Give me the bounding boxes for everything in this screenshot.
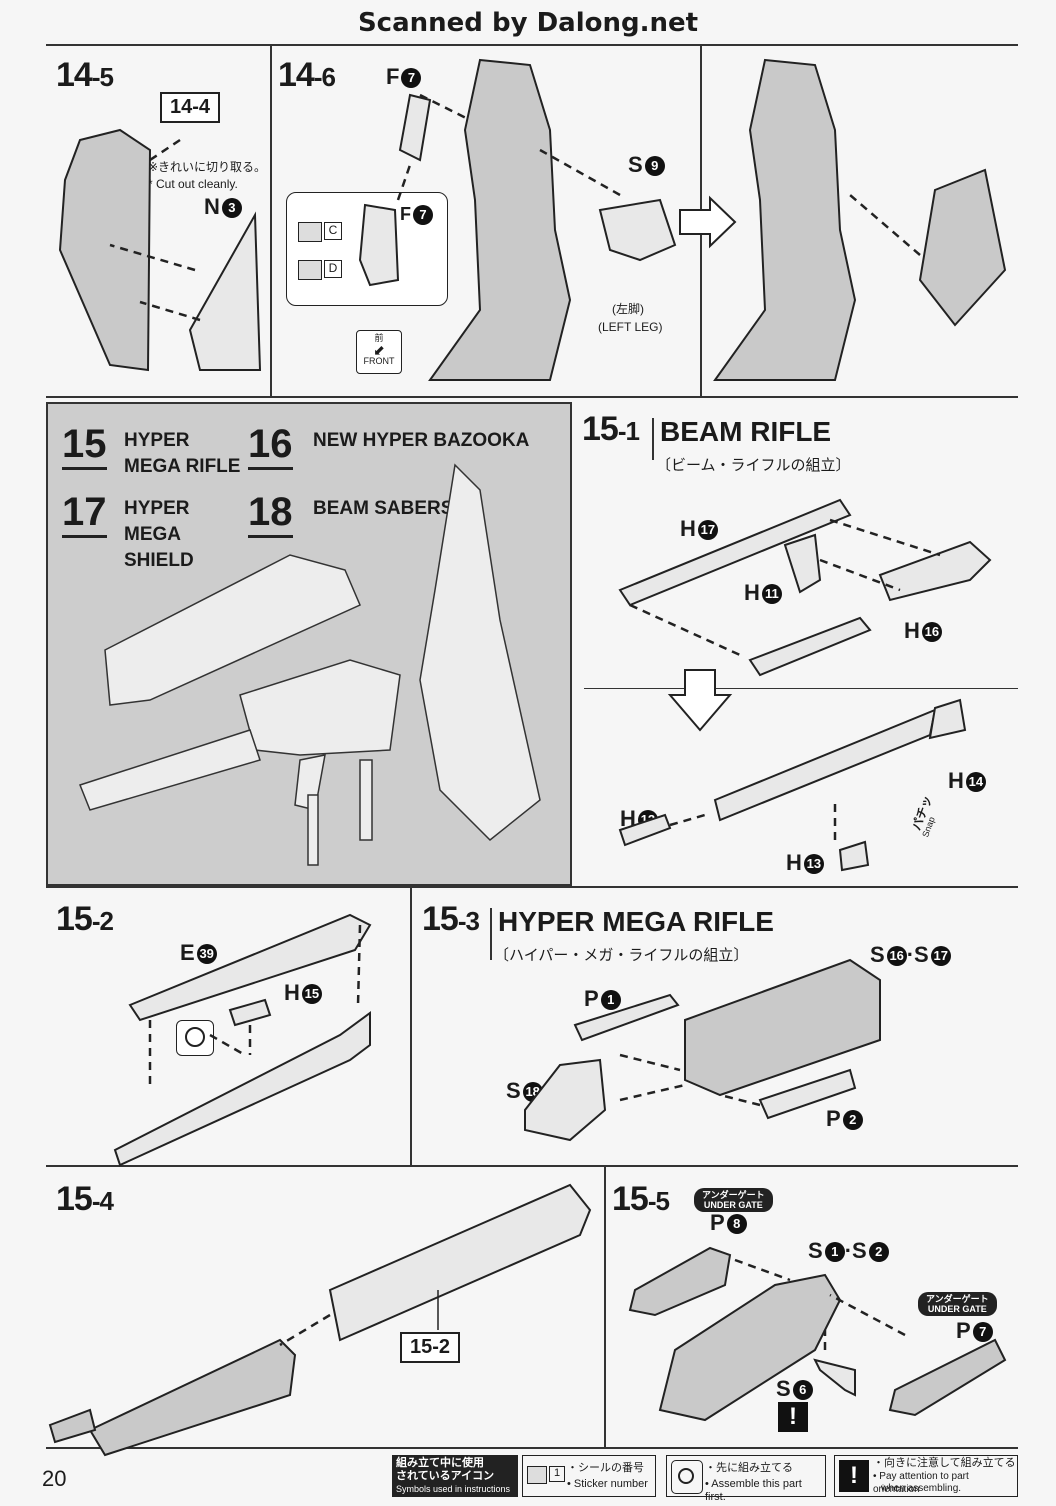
panel-num-17: 17	[62, 490, 107, 538]
step-15-5-number: 15-5	[612, 1180, 670, 1218]
ref-box-14-4: 14-4	[160, 92, 221, 123]
step-14-6b-diagram	[713, 58, 1007, 381]
subheading-hyper-mega-rifle: 〔ハイパー・メガ・ライフルの組立〕	[494, 947, 749, 964]
cut-note-en: * Cut out cleanly.	[148, 177, 238, 191]
sticker-d-marker	[298, 260, 322, 280]
weapons-overview-diagram	[79, 463, 541, 866]
assemble-legend-icon	[671, 1460, 703, 1494]
panel-title-17: HYPER MEGA SHIELD	[124, 498, 194, 571]
panel-title-15: HYPER MEGA RIFLE	[124, 430, 241, 477]
divider-v3	[410, 886, 412, 1166]
legend-sticker: 1 ・シールの番号 • Sticker number	[522, 1455, 656, 1497]
divider-bottom	[46, 1447, 1018, 1449]
step-15-1-number: 15-1	[582, 410, 640, 448]
leg-label-jp: (左脚)	[612, 302, 644, 316]
orientation-warning-icon: !	[778, 1402, 808, 1432]
step-15-5-diagram	[628, 1246, 1007, 1422]
panel-title-18: BEAM SABERS	[313, 498, 454, 519]
front-label-jp: 前	[374, 333, 384, 343]
assemble-legend-en: • Assemble this part first.	[705, 1478, 802, 1503]
attention-legend-en2: when assembling.	[881, 1483, 962, 1494]
step-15-1-diagram	[618, 498, 992, 872]
sticker-legend-icon	[527, 1466, 547, 1484]
heading-hyper-mega-rifle: HYPER MEGA RIFLE	[498, 906, 774, 937]
step-15-4-diagram	[48, 1183, 592, 1457]
heading-beam-rifle: BEAM RIFLE	[660, 416, 832, 447]
leg-label-en: (LEFT LEG)	[598, 320, 663, 334]
cut-note-jp: ※きれいに切り取る。	[148, 160, 267, 174]
sticker-legend-number: 1	[549, 1466, 565, 1482]
step-14-5-number: 14-5	[56, 56, 114, 94]
panel-num-18: 18	[248, 490, 293, 538]
step-15-4-number: 15-4	[56, 1180, 114, 1218]
step-15-2-number: 15-2	[56, 900, 114, 938]
sticker-d: D	[324, 260, 342, 278]
divider-mid	[584, 688, 1018, 689]
divider-top	[46, 44, 1018, 46]
legend-title-jp1: 組み立て中に使用	[396, 1457, 484, 1469]
attention-legend-icon: !	[839, 1460, 869, 1492]
step-15-2-diagram	[113, 913, 372, 1167]
subheading-beam-rifle: 〔ビーム・ライフルの組立〕	[656, 457, 851, 474]
divider-row2	[46, 886, 1018, 888]
page-number: 20	[42, 1466, 67, 1491]
front-label-en: FRONT	[363, 356, 395, 366]
scan-credit: Scanned by Dalong.net	[357, 8, 699, 38]
legend-title: 組み立て中に使用 されているアイコン Symbols used in instr…	[392, 1455, 518, 1497]
heading-bar-15-1	[652, 418, 654, 460]
divider-v4	[604, 1165, 606, 1447]
front-arrow-icon: ⬋	[373, 342, 385, 358]
heading-bar-15-3	[490, 908, 492, 960]
legend-attention: ! ・向きに注意して組み立てる • Pay attention to part …	[834, 1455, 1018, 1497]
divider-row1	[46, 396, 1018, 398]
panel-title-16: NEW HYPER BAZOOKA	[313, 430, 530, 451]
transition-arrow-icon	[679, 195, 737, 249]
legend-title-en: Symbols used in instructions	[396, 1484, 511, 1494]
step-14-6-number: 14-6	[278, 56, 336, 94]
divider-row3	[46, 1165, 1018, 1167]
step-14-6-diagram	[358, 58, 737, 381]
panel-num-16: 16	[248, 422, 293, 470]
attention-legend-en1: • Pay attention to part orientation	[873, 1471, 969, 1495]
sticker-c-marker	[298, 222, 322, 242]
sticker-legend-en: • Sticker number	[567, 1478, 648, 1490]
attention-legend-jp: ・向きに注意して組み立てる	[873, 1457, 1016, 1469]
sticker-legend-jp: ・シールの番号	[567, 1462, 644, 1474]
legend-title-jp2: されているアイコン	[396, 1470, 495, 1482]
step-14-5-diagram	[58, 128, 262, 372]
step-15-3-diagram	[524, 958, 881, 1142]
down-arrow-icon	[667, 669, 733, 732]
ref-box-15-2: 15-2	[400, 1332, 461, 1363]
divider-v1	[270, 44, 272, 396]
step-15-3-number: 15-3	[422, 900, 480, 938]
panel-num-15: 15	[62, 422, 107, 470]
legend-assemble: ・先に組み立てる • Assemble this part first.	[666, 1455, 826, 1503]
sticker-c: C	[324, 222, 342, 240]
front-indicator: 前 ⬋ FRONT	[356, 330, 402, 374]
assemble-legend-jp: ・先に組み立てる	[705, 1462, 793, 1474]
